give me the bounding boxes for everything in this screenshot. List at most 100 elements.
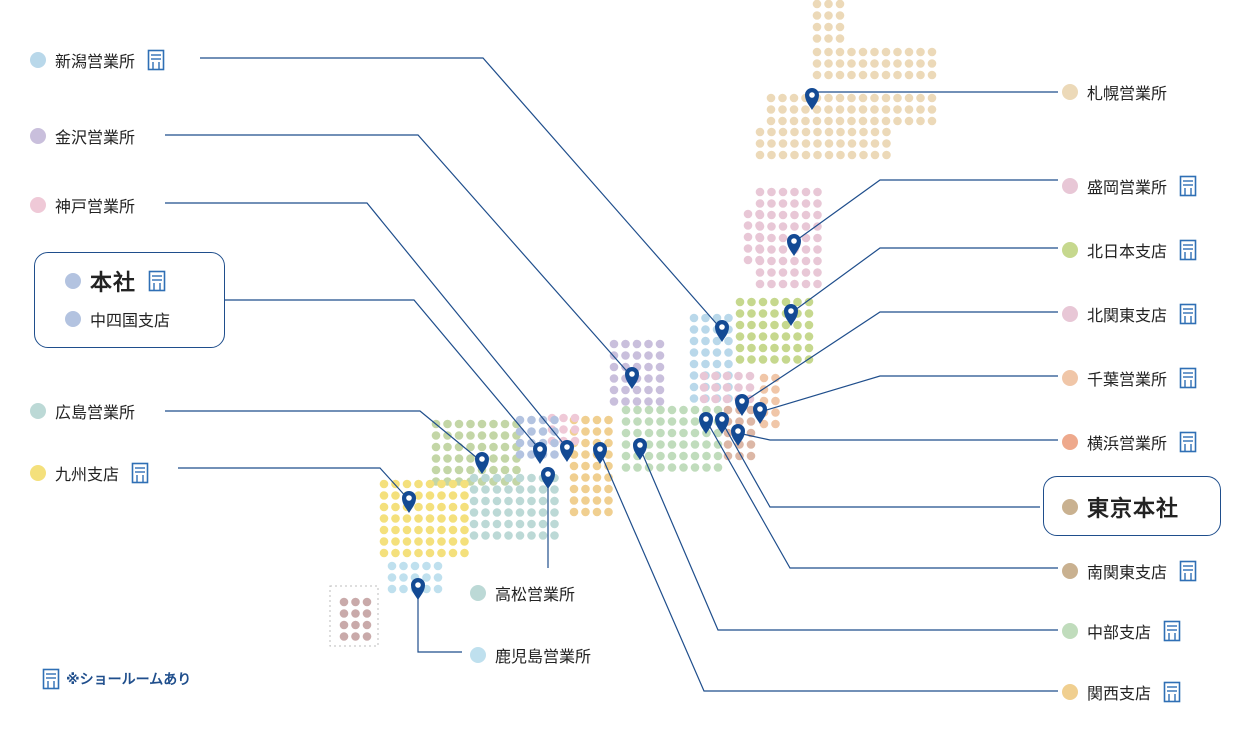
map-dot-hokkaido: [824, 47, 833, 57]
office-kobe[interactable]: 神戸営業所: [30, 191, 135, 219]
map-dot-shikoku: [469, 519, 479, 529]
map-dot-chugoku: [512, 465, 521, 475]
color-dot: [1062, 370, 1078, 386]
office-kyushu[interactable]: 九州支店: [30, 459, 149, 487]
map-dot-tohoku: [755, 268, 765, 277]
office-niigata[interactable]: 新潟営業所: [30, 46, 165, 74]
map-dot-shikoku: [504, 496, 513, 506]
map-dot-chubu: [679, 463, 688, 472]
map-dot-hokkaido: [801, 127, 811, 137]
map-dot-kitanihon: [735, 355, 745, 364]
map-dot-tohoku: [813, 187, 822, 197]
tokyo-hq-box[interactable]: 東京本社: [1043, 476, 1221, 536]
map-pin-icon[interactable]: [475, 452, 489, 474]
map-dot-hokuriku: [621, 339, 630, 349]
map-dot-chugoku: [431, 442, 441, 452]
map-dot-minamikanto: [746, 440, 756, 449]
map-dot-tohoku: [778, 233, 788, 243]
map-dot-chubu: [713, 440, 723, 449]
map-dot-kyushu: [379, 502, 389, 512]
map-dot-chubu: [667, 451, 677, 461]
headquarters-box[interactable]: 本社 中四国支店: [34, 252, 225, 348]
map-dot-hokkaido: [904, 93, 914, 103]
map-dot-hokkaido: [836, 150, 845, 160]
map-dot-chubu: [679, 440, 688, 449]
office-chubu[interactable]: 中部支店: [1062, 617, 1181, 645]
office-morioka[interactable]: 盛岡営業所: [1062, 172, 1197, 200]
map-dot-kyushu: [379, 514, 389, 523]
map-dot-chugoku: [500, 454, 510, 463]
map-dot-hokkaido: [927, 93, 937, 103]
map-dot-tohoku: [755, 232, 764, 242]
showroom-legend: ※ショールームあり: [42, 668, 191, 690]
map-dot-hokkaido: [904, 116, 914, 126]
map-dot-hokuriku: [609, 397, 619, 406]
map-pin-icon[interactable]: [731, 424, 745, 446]
map-dot-chubu: [633, 428, 642, 438]
map-dot-kyushu: [460, 479, 469, 489]
map-pin-icon[interactable]: [753, 402, 767, 424]
map-dot-kitanihon: [781, 343, 791, 353]
map-dot-shikoku: [527, 485, 536, 494]
map-dot-okinawa: [339, 632, 349, 641]
map-dot-hokkaido: [836, 127, 845, 137]
map-pin-icon[interactable]: [411, 578, 425, 600]
map-dot-hokkaido: [835, 0, 845, 9]
map-pin-icon[interactable]: [699, 412, 713, 434]
map-dot-kyushu: [379, 537, 389, 546]
map-dot-shikoku: [527, 519, 536, 529]
office-kita-nihon[interactable]: 北日本支店: [1062, 236, 1197, 264]
map-dot-kansai: [581, 473, 590, 482]
map-pin-icon[interactable]: [541, 467, 555, 489]
map-dot-tohoku: [778, 210, 788, 220]
map-pin-icon[interactable]: [715, 320, 729, 342]
map-dot-tohoku: [813, 199, 822, 208]
map-dot-kansai: [604, 507, 613, 517]
office-label: 南関東支店: [1087, 563, 1168, 582]
office-kita-kanto[interactable]: 北関東支店: [1062, 300, 1197, 328]
map-pin-icon[interactable]: [533, 442, 547, 464]
office-chiba[interactable]: 千葉営業所: [1062, 364, 1197, 392]
map-dot-hokkaido: [893, 116, 902, 126]
office-hiroshima[interactable]: 広島営業所: [30, 397, 135, 425]
office-kagoshima[interactable]: 鹿児島営業所: [470, 641, 591, 669]
map-dot-hokuriku: [644, 385, 653, 395]
office-kansai[interactable]: 関西支店: [1062, 678, 1181, 706]
office-minami-kanto[interactable]: 南関東支店: [1062, 557, 1197, 585]
map-dot-shikoku: [515, 496, 525, 506]
map-dot-kansai: [569, 461, 579, 471]
map-dot-hokkaido: [801, 105, 810, 114]
map-dot-kansai: [604, 415, 613, 425]
map-pin-icon[interactable]: [787, 234, 801, 256]
color-dot: [30, 465, 46, 481]
map-pin-icon[interactable]: [784, 304, 798, 326]
office-yokohama[interactable]: 横浜営業所: [1062, 428, 1197, 456]
map-dot-hokkaido: [858, 105, 868, 114]
map-pin-icon[interactable]: [805, 88, 819, 110]
map-pin-icon[interactable]: [593, 442, 607, 464]
map-dot-chubu: [621, 463, 631, 472]
map-dot-shikoku: [469, 496, 479, 506]
office-takamatsu[interactable]: 高松営業所: [470, 579, 575, 607]
map-dot-kobe: [570, 425, 580, 434]
map-pin-icon[interactable]: [560, 440, 574, 462]
map-dot-kagoshima: [433, 573, 443, 582]
map-pin-icon[interactable]: [402, 491, 416, 513]
office-sapporo[interactable]: 札幌営業所: [1062, 78, 1167, 106]
office-kanazawa[interactable]: 金沢営業所: [30, 122, 135, 150]
map-dot-minamikanto: [735, 417, 744, 426]
map-dot-kyushu: [425, 537, 435, 546]
map-dot-kansai: [569, 496, 579, 505]
map-pin-icon[interactable]: [633, 438, 647, 460]
leader-line: [165, 134, 633, 378]
map-dot-chugoku: [477, 431, 487, 440]
map-pin-icon[interactable]: [735, 394, 749, 416]
map-pin-icon[interactable]: [715, 412, 729, 434]
map-dot-chubu: [644, 417, 654, 426]
map-dot-tohoku: [801, 187, 811, 197]
map-dot-chubu: [667, 440, 677, 449]
map-pin-icon[interactable]: [625, 367, 639, 389]
leader-line: [165, 410, 483, 463]
leader-line: [705, 419, 1058, 569]
